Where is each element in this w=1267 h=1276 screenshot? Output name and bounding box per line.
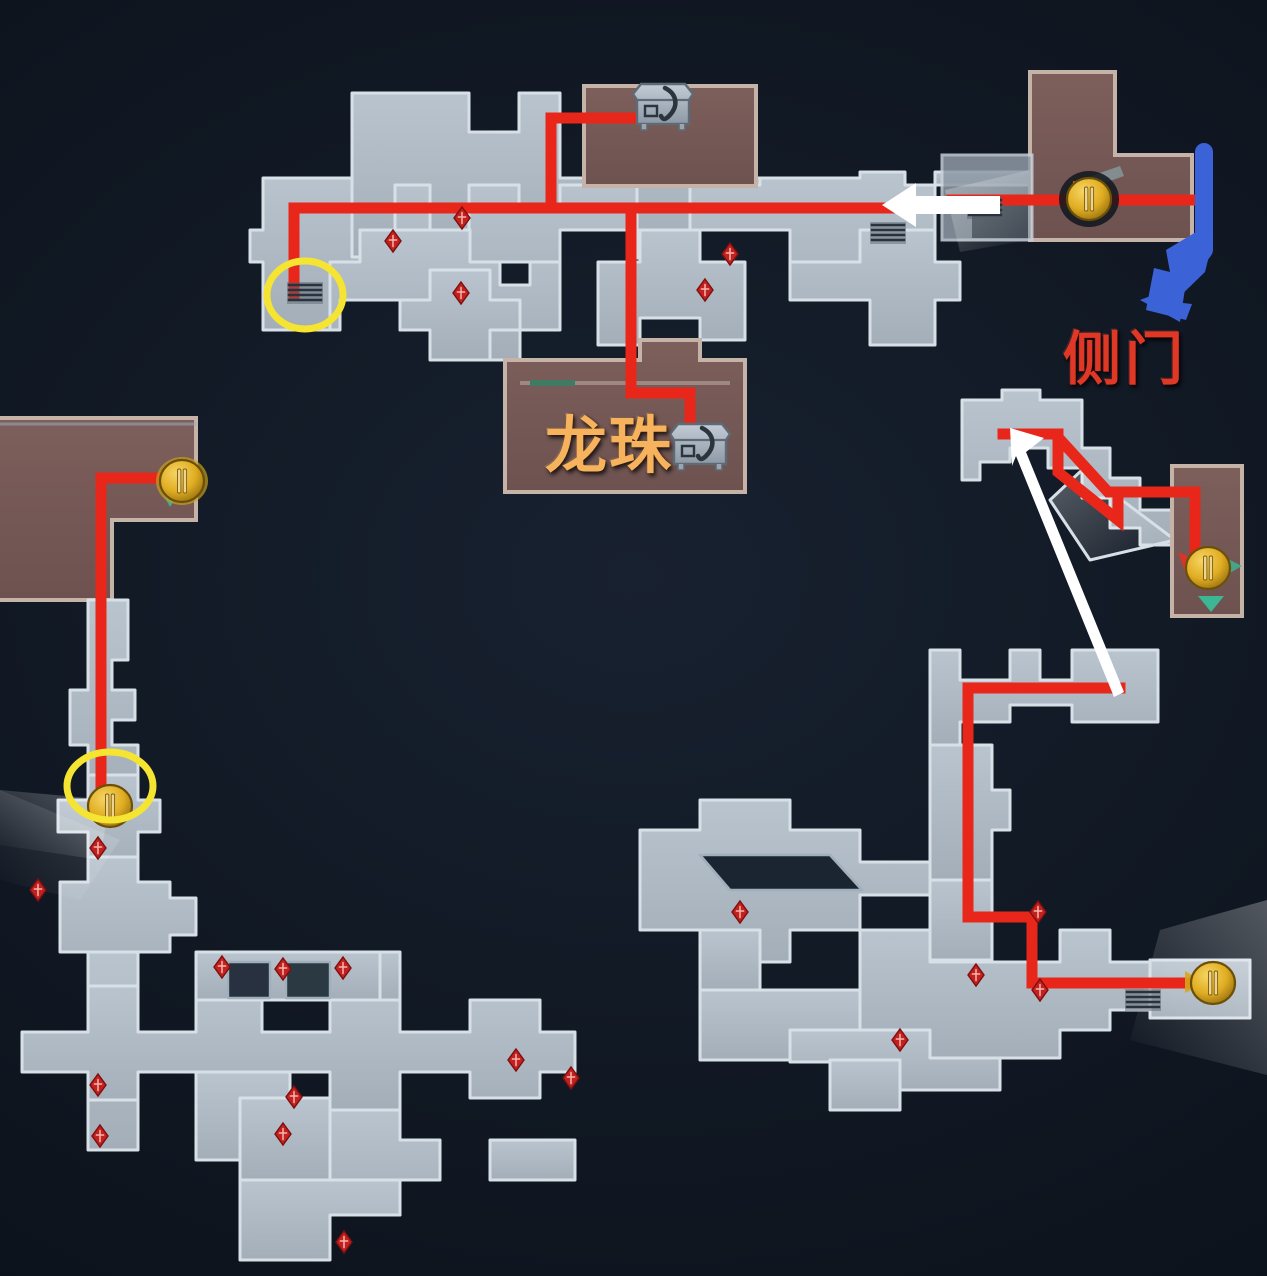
route-paths — [95, 112, 1211, 989]
stairs-icon-bottom-right — [1123, 987, 1163, 1013]
highlight-circle-door — [63, 748, 157, 824]
room-top-right — [940, 70, 1194, 252]
gold-door-icon-top-right — [1065, 176, 1113, 222]
route-mid-right-fix — [997, 428, 1201, 571]
room-mid-right-door — [1170, 464, 1244, 618]
route-left-corridor — [95, 472, 182, 796]
white-arrows — [882, 183, 1124, 697]
blue-arrow — [1140, 143, 1213, 322]
highlight-circle-stairs — [263, 257, 347, 333]
white-arrow-left — [882, 183, 1000, 227]
stairs-icon-top-corridor — [868, 220, 908, 246]
gold-door-icon-left-upper — [158, 458, 206, 504]
gold-door-icon-bottom-right — [1189, 960, 1237, 1006]
gold-door-icon-mid-right — [1184, 545, 1232, 591]
gold-door-markers[interactable] — [86, 171, 1242, 1006]
route-bottom-right — [962, 682, 1211, 989]
bottomleft-light-cone — [0, 790, 120, 900]
route-to-dragonball — [625, 202, 696, 458]
room-dragonball — [503, 338, 747, 494]
stairs-icon-top-left — [285, 280, 325, 306]
white-arrow-up-left — [1010, 428, 1124, 697]
chest-icon-top-room — [633, 84, 693, 130]
yellow-highlight-circles — [63, 257, 347, 824]
floor-bottom-left-complex — [20, 855, 577, 1262]
chest-icon-dragonball-room — [670, 424, 730, 470]
